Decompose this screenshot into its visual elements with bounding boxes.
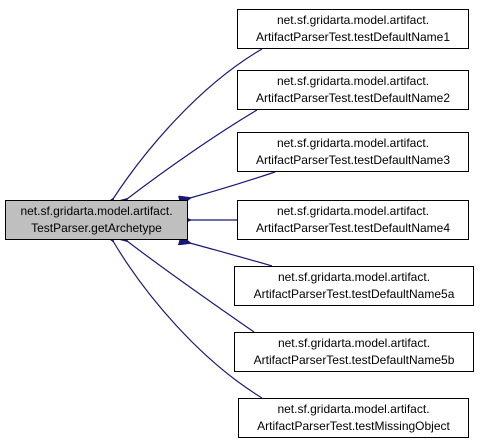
caller-node-method: ArtifactParserTest.testDefaultName4 (255, 221, 451, 235)
caller-node-missing-object[interactable]: net.sf.gridarta.model.artifact. Artifact… (238, 398, 469, 438)
caller-node-default-name-2[interactable]: net.sf.gridarta.model.artifact. Artifact… (237, 70, 469, 110)
caller-node-method: ArtifactParserTest.testDefaultName2 (255, 91, 451, 105)
caller-node-method: ArtifactParserTest.testDefaultName3 (255, 153, 451, 167)
focus-node[interactable]: net.sf.gridarta.model.artifact. TestPars… (5, 200, 188, 240)
caller-node-default-name-5b[interactable]: net.sf.gridarta.model.artifact. Artifact… (234, 332, 474, 372)
focus-node-method: TestParser.getArchetype (31, 221, 162, 235)
caller-node-package: net.sf.gridarta.model.artifact. (276, 74, 430, 88)
caller-node-package: net.sf.gridarta.model.artifact. (277, 270, 431, 284)
caller-node-method: ArtifactParserTest.testMissingObject (257, 419, 450, 433)
edge-default-name-1 (113, 48, 263, 199)
edge-default-name-5b (127, 241, 255, 333)
caller-node-package: net.sf.gridarta.model.artifact. (276, 13, 430, 27)
caller-node-method: ArtifactParserTest.testDefaultName1 (255, 30, 451, 44)
caller-node-package: net.sf.gridarta.model.artifact. (276, 136, 430, 150)
caller-node-default-name-5a[interactable]: net.sf.gridarta.model.artifact. Artifact… (234, 266, 474, 306)
edge-missing-object (113, 241, 263, 399)
caller-node-method: ArtifactParserTest.testDefaultName5a (253, 287, 455, 301)
caller-node-package: net.sf.gridarta.model.artifact. (277, 402, 430, 416)
caller-node-package: net.sf.gridarta.model.artifact. (277, 336, 431, 350)
edge-default-name-5a (190, 243, 273, 267)
caller-node-default-name-3[interactable]: net.sf.gridarta.model.artifact. Artifact… (237, 132, 469, 172)
edge-default-name-2 (127, 109, 258, 199)
caller-node-default-name-4[interactable]: net.sf.gridarta.model.artifact. Artifact… (237, 200, 469, 240)
caller-node-method: ArtifactParserTest.testDefaultName5b (253, 353, 455, 367)
caller-node-package: net.sf.gridarta.model.artifact. (276, 204, 430, 218)
edge-default-name-3 (190, 171, 276, 198)
caller-node-default-name-1[interactable]: net.sf.gridarta.model.artifact. Artifact… (237, 9, 469, 49)
focus-node-package: net.sf.gridarta.model.artifact. (20, 204, 173, 218)
